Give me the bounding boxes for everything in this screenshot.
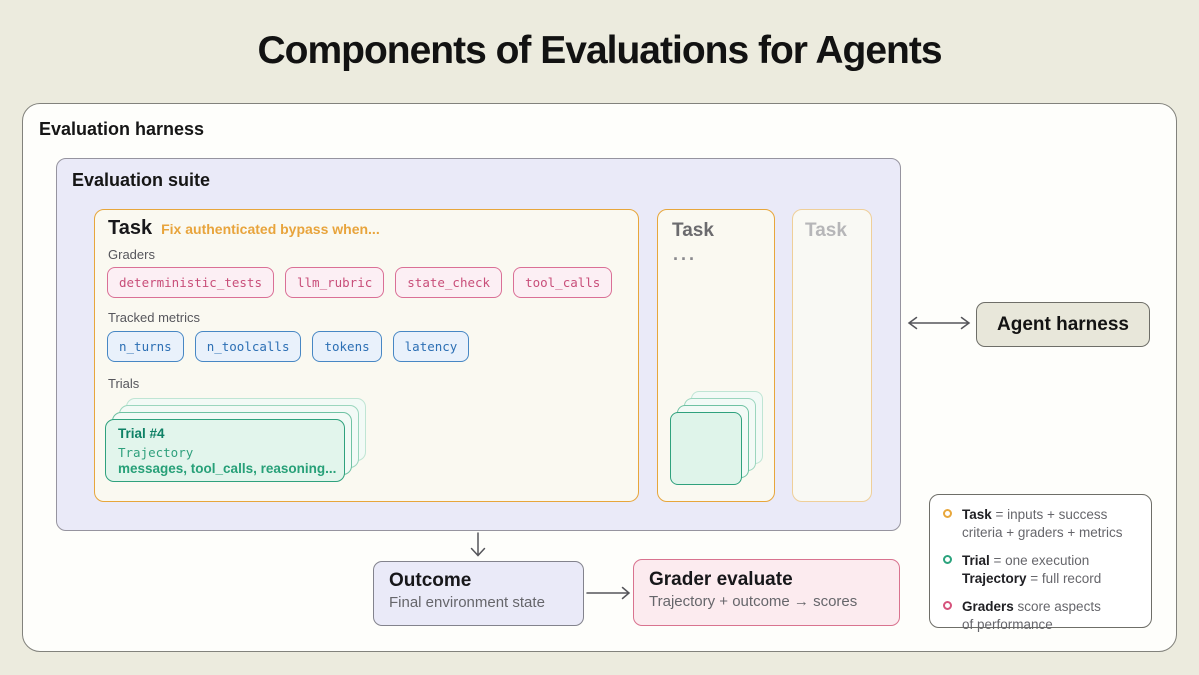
bidirectional-arrow-icon [907, 316, 971, 330]
evaluation-harness-box: Evaluation harness Evaluation suite Task… [22, 103, 1177, 652]
evaluation-harness-label: Evaluation harness [39, 119, 205, 139]
grader-evaluate-title: Grader evaluate [649, 569, 793, 590]
grader-pill: state_check [395, 267, 503, 298]
legend-term: Task [962, 507, 992, 522]
metric-pill-row: n_turns n_toolcalls tokens latency [107, 331, 470, 362]
trial-color-ring-icon [943, 555, 952, 565]
legend-box: Task = inputs + success criteria + grade… [929, 494, 1152, 632]
ellipsis-text: ... [673, 244, 698, 264]
trajectory-contents: messages, tool_calls, reasoning... [118, 461, 337, 476]
trial-card [670, 412, 742, 485]
trial-card-stack-small [670, 391, 764, 486]
task-box-primary: Task Fix authenticated bypass when... Gr… [94, 209, 639, 502]
grader-color-ring-icon [943, 601, 952, 611]
task-label: Task [805, 220, 847, 241]
task-label: Task [672, 220, 714, 241]
trajectory-label: Trajectory [118, 445, 194, 460]
trial-title: Trial #4 [118, 426, 165, 441]
metric-pill: n_toolcalls [194, 331, 302, 362]
outcome-box: Outcome Final environment state [373, 561, 584, 626]
trial-card: Trial #4 Trajectory messages, tool_calls… [105, 419, 345, 482]
legend-term: Graders [962, 599, 1014, 615]
legend-item-graders: Graders score aspects of performance [943, 598, 1138, 634]
task-box-secondary: Task ... [657, 209, 775, 502]
evaluation-suite-label: Evaluation suite [72, 170, 211, 190]
legend-term: Trial [962, 553, 990, 569]
metric-pill: latency [392, 331, 470, 362]
outcome-subtitle: Final environment state [389, 594, 545, 611]
metrics-section-label: Tracked metrics [108, 310, 200, 325]
task-description: Fix authenticated bypass when... [161, 221, 380, 237]
page-title: Components of Evaluations for Agents [257, 29, 942, 72]
grader-pill: llm_rubric [285, 267, 385, 298]
task-box-tertiary: Task [792, 209, 872, 502]
grader-evaluate-box: Grader evaluate Trajectory + outcome → s… [633, 559, 900, 626]
task-label: Task [108, 217, 153, 239]
legend-item-trial: Trial = one execution Trajectory = full … [943, 552, 1138, 588]
arrow-down-icon [470, 532, 486, 557]
grader-pill-row: deterministic_tests llm_rubric state_che… [107, 267, 613, 298]
outcome-title: Outcome [389, 570, 472, 591]
grader-pill: tool_calls [513, 267, 613, 298]
legend-term: Trajectory [962, 571, 1027, 587]
evaluation-suite-box: Evaluation suite Task Fix authenticated … [56, 158, 901, 531]
metric-pill: n_turns [107, 331, 184, 362]
task-color-ring-icon [943, 509, 952, 518]
legend-item-task: Task = inputs + success criteria + grade… [943, 506, 1138, 542]
agent-harness-label: Agent harness [997, 313, 1129, 335]
grader-evaluate-subtitle: Trajectory + outcome → scores [649, 593, 858, 610]
arrow-right-icon [586, 586, 631, 600]
metric-pill: tokens [312, 331, 382, 362]
agent-harness-box: Agent harness [976, 302, 1150, 347]
trials-section-label: Trials [108, 376, 140, 391]
graders-section-label: Graders [108, 247, 155, 262]
task-header: Task Fix authenticated bypass when... [108, 217, 380, 240]
grader-pill: deterministic_tests [107, 267, 274, 298]
trial-card-stack: Trial #4 Trajectory messages, tool_calls… [105, 398, 369, 484]
